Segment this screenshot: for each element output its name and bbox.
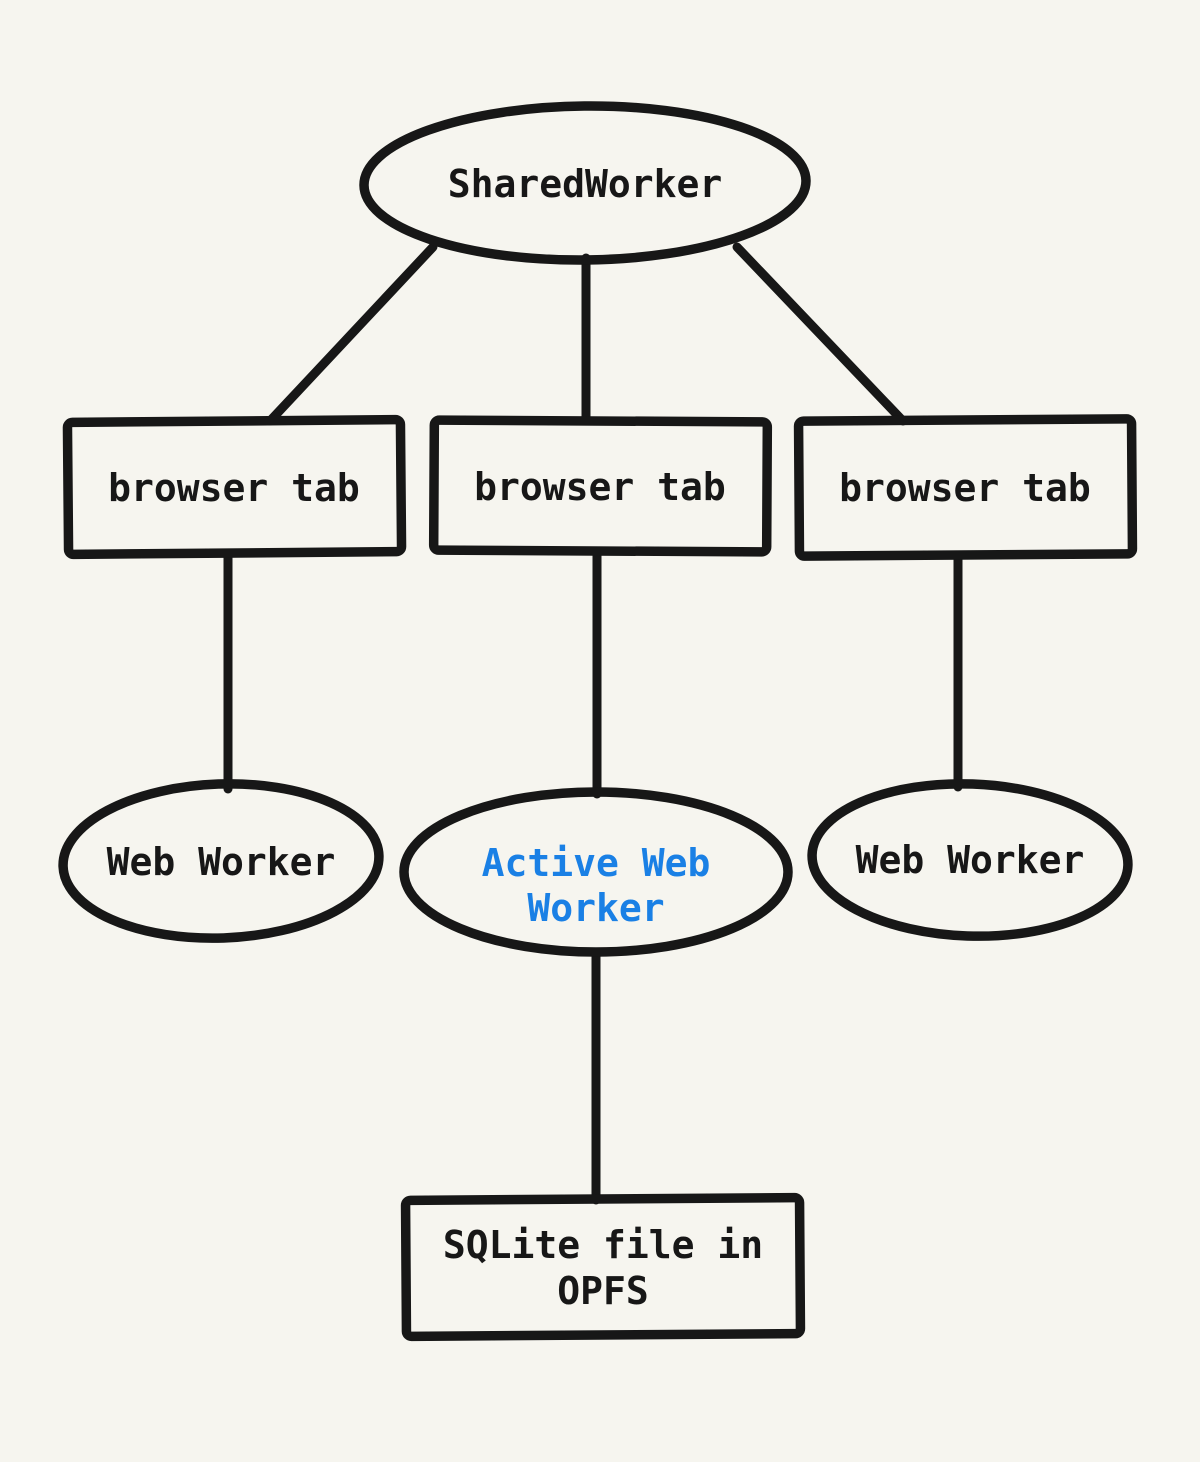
active-web-worker-ellipse bbox=[399, 787, 793, 957]
active-web-worker-label-line2: Worker bbox=[527, 886, 664, 930]
node-web-worker-3: Web Worker bbox=[807, 779, 1133, 941]
browser-tab-3-box bbox=[793, 414, 1138, 561]
sqlite-opfs-box bbox=[400, 1192, 806, 1342]
browser-tab-1-label: browser tab bbox=[108, 466, 360, 510]
node-web-worker-1: Web Worker bbox=[58, 779, 384, 943]
edge-sharedworker-tab1 bbox=[265, 242, 438, 426]
shared-worker-ellipse bbox=[359, 101, 811, 265]
node-active-web-worker: Active Web Worker bbox=[399, 787, 793, 957]
browser-tab-2-label: browser tab bbox=[474, 465, 726, 509]
web-worker-3-ellipse bbox=[807, 779, 1133, 941]
browser-tab-3-label: browser tab bbox=[839, 466, 1091, 510]
web-worker-1-label: Web Worker bbox=[107, 840, 336, 884]
browser-tab-2-box bbox=[428, 415, 773, 557]
shared-worker-label: SharedWorker bbox=[448, 162, 723, 206]
node-shared-worker: SharedWorker bbox=[359, 101, 811, 265]
web-worker-1-ellipse bbox=[58, 779, 384, 943]
node-browser-tab-3: browser tab bbox=[793, 414, 1138, 561]
browser-tab-1-box bbox=[62, 414, 407, 560]
node-browser-tab-2: browser tab bbox=[428, 415, 773, 557]
node-browser-tab-1: browser tab bbox=[62, 414, 407, 560]
web-worker-3-label: Web Worker bbox=[856, 838, 1085, 882]
active-web-worker-label-line1: Active Web bbox=[482, 841, 711, 885]
sqlite-opfs-label-line2: OPFS bbox=[557, 1269, 649, 1313]
node-sqlite-opfs: SQLite file in OPFS bbox=[400, 1192, 806, 1342]
sqlite-opfs-label-line1: SQLite file in bbox=[443, 1223, 763, 1267]
edge-sharedworker-tab3 bbox=[732, 242, 908, 426]
